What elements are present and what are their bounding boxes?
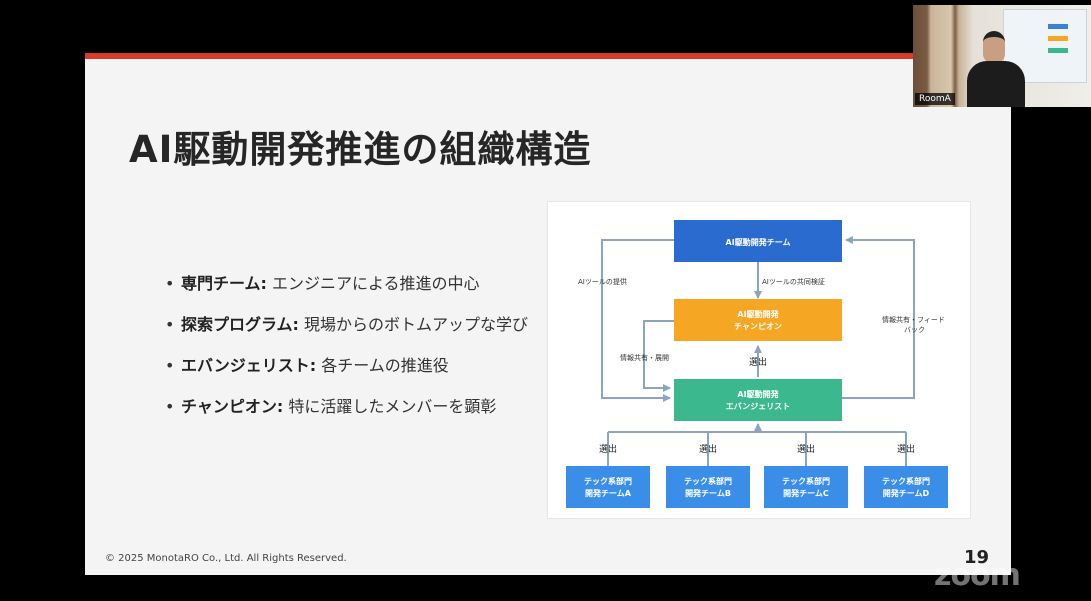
ai-team-box [674,220,842,262]
dev-team-d-box [864,466,948,508]
bullet-term: チャンピオン: [181,397,284,416]
evangelist-label-line1: AI駆動開発 [737,389,779,399]
ai-team-label: AI駆動開発チーム [726,237,791,247]
bullet-item: 専門チーム: エンジニアによる推進の中心 [165,271,545,296]
dev-b-select-label: 選出 [699,443,717,455]
speaker-body [967,61,1025,107]
arrow-feedback [842,236,915,399]
dev-team-a-box [566,466,650,508]
arrow-tool-provide [601,239,674,402]
dev-team-c-box [764,466,848,508]
org-diagram-svg: AI駆動開発チーム AI駆動開発 チャンピオン AI駆動開発 エバンジェリスト … [566,220,948,508]
bullet-item: チャンピオン: 特に活躍したメンバーを顕彰 [165,394,545,419]
champion-label-line2: チャンピオン [734,321,782,331]
speaker-avatar [967,31,1025,107]
dev-a-select-label: 選出 [599,443,617,455]
bullet-text: エンジニアによる推進の中心 [266,274,480,293]
dev-team-b-line1: テック系部門 [684,476,732,486]
zoom-logo: zoom [934,558,1021,593]
dev-d-select-label: 選出 [897,443,915,455]
bullet-text: 特に活躍したメンバーを顕彰 [283,397,497,416]
slide-title: AI駆動開発推進の組織構造 [129,128,592,171]
dev-team-a-line2: 開発チームA [585,488,632,498]
slide-accent-bar [85,53,1011,59]
arrow-info-share [643,320,674,392]
bullet-item: エバンジェリスト: 各チームの推進役 [165,353,545,378]
bullet-text: 各チームの推進役 [316,356,449,375]
evangelist-label-line2: エバンジェリスト [726,402,790,411]
dev-team-d-line1: テック系部門 [882,476,930,486]
joint-verify-label: AIツールの共同検証 [762,277,825,286]
speaker-head [983,31,1005,63]
tool-provide-label: AIツールの提供 [578,277,627,286]
feedback-label-line1: 情報共有・フィード [882,315,945,324]
bullet-list: 専門チーム: エンジニアによる推進の中心 探索プログラム: 現場からのボトムアッ… [165,271,545,435]
dev-team-b-box [666,466,750,508]
participant-video-tile[interactable]: RoomA [913,5,1091,107]
presentation-slide: AI駆動開発推進の組織構造 専門チーム: エンジニアによる推進の中心 探索プログ… [85,53,1011,575]
bullet-item: 探索プログラム: 現場からのボトムアップな学び [165,312,545,337]
participant-name: RoomA [915,93,955,105]
dev-team-b-line2: 開発チームB [685,488,731,498]
info-share-label: 情報共有・展開 [620,353,669,362]
copyright-text: © 2025 MonotaRO Co., Ltd. All Rights Res… [105,553,347,564]
bullet-term: 探索プログラム: [181,315,299,334]
page-number: 19 [963,547,989,568]
org-structure-diagram: AI駆動開発チーム AI駆動開発 チャンピオン AI駆動開発 エバンジェリスト … [547,201,971,519]
dev-c-select-label: 選出 [797,443,815,455]
dev-team-a-line1: テック系部門 [584,476,632,486]
bullet-text: 現場からのボトムアップな学び [298,315,529,334]
dev-team-c-line2: 開発チームC [783,488,829,498]
dev-team-d-line2: 開発チームD [883,488,930,498]
champion-box [674,299,842,341]
evangelist-box [674,379,842,421]
dev-team-c-line1: テック系部門 [782,476,830,486]
feedback-label-line2: バック [904,326,925,334]
champion-select-label: 選出 [749,356,767,368]
bullet-term: エバンジェリスト: [181,356,317,375]
champion-label-line1: AI駆動開発 [737,309,779,319]
bullet-term: 専門チーム: [181,274,267,293]
